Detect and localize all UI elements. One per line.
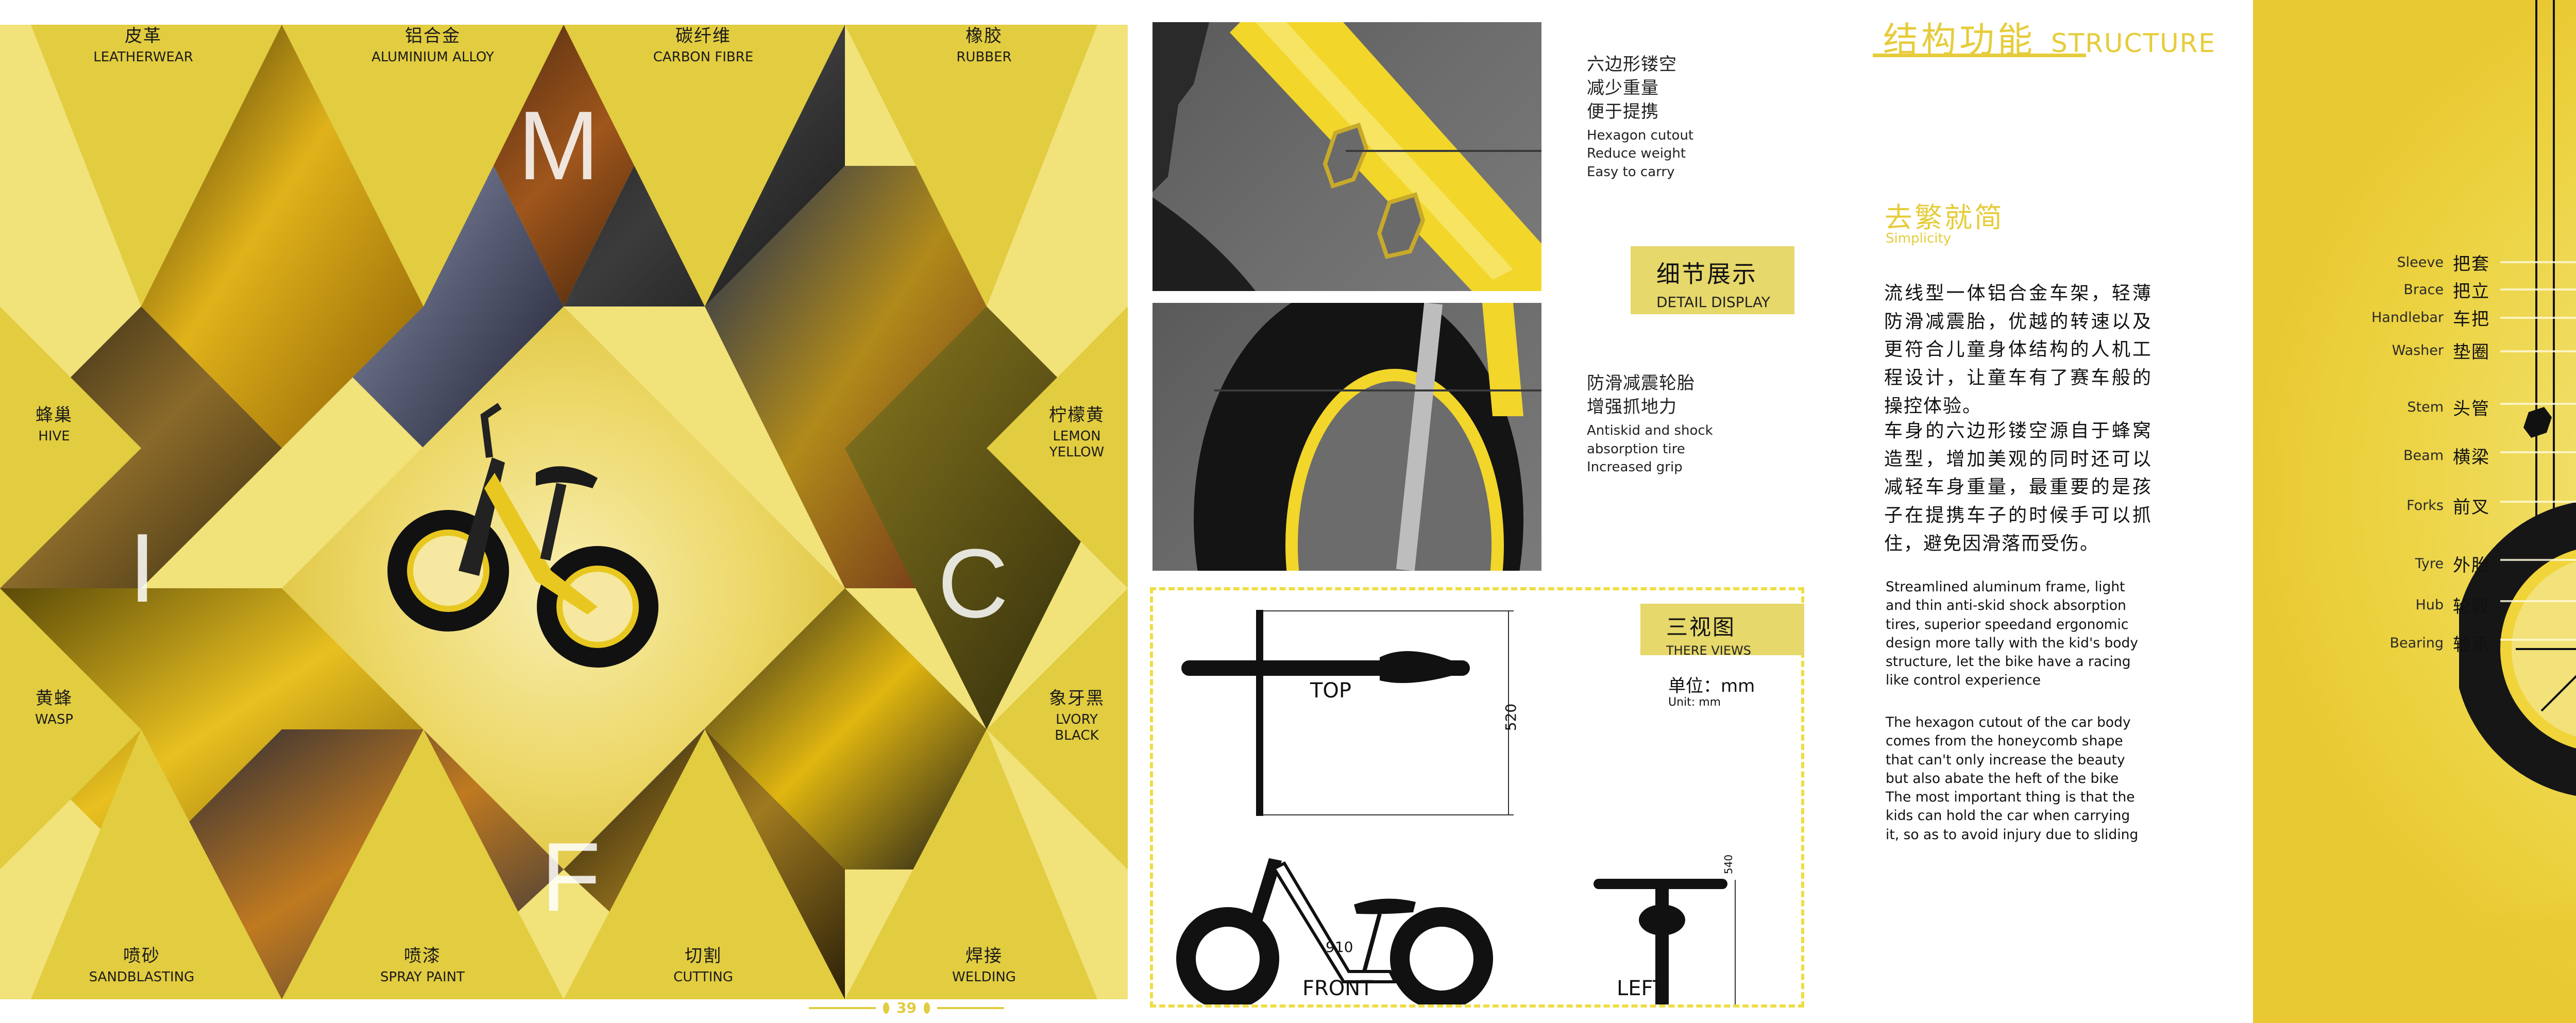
three-views-panel: 三视图 THERE VIEWS 单位：mm Unit: mm [1150,587,1804,1008]
guide-line [2500,350,2576,352]
view-label-left: LEFT [1617,977,1666,1000]
process-label-sandblasting: 喷砂 SANDBLASTING [89,946,195,985]
three-views-tag: 三视图 THERE VIEWS [1640,604,1804,658]
inspiration-label-hive: 蜂巢 HIVE [36,405,73,445]
hanging-string [2535,0,2537,556]
process-label-welding: 焊接 WELDING [952,946,1016,985]
guide-line [2500,317,2576,319]
paragraph-cn-1: 流线型一体铝合金车架，轻薄防滑减震胎，优越的转速以及更符合儿童身体结构的人机工程… [1884,283,2152,417]
guide-line [2500,451,2576,453]
material-mosaic: M I C F 皮革 LEATHERWEAR 铝合金 ALUMINIUM ALL… [0,25,1128,999]
dimension-left: 540 [1722,854,1735,875]
left-view-drawing [1594,879,1736,1004]
paragraph-en-1: Streamlined aluminum frame, light and th… [1886,579,2139,689]
material-label-carbon: 碳纤维 CARBON FIBRE [653,26,754,65]
mosaic-letter-c: C [938,529,1009,638]
tyre-closeup-illustration [1194,303,1541,571]
top-view-drawing [1181,610,1514,816]
section-title-underline [1873,54,2086,57]
inspiration-label-wasp: 黄蜂 WASP [35,688,74,728]
unit-label-en: Unit: mm [1668,696,1721,709]
three-views-drawing [1176,610,1736,1004]
mosaic-artwork [0,25,1128,999]
mosaic-letter-f: F [541,823,601,932]
callout-antiskid-tyre: 防滑减震轮胎 增强抓地力 Antiskid and shock absorpti… [1587,373,1713,475]
mosaic-bike-icon [387,403,658,668]
colour-label-lemon-yellow: 柠檬黄 LEMON YELLOW [1049,405,1105,460]
front-view-drawing [1176,858,1493,1004]
colour-label-ivory-black: 象牙黑 LVORY BLACK [1049,688,1105,743]
dimension-front: 910 [1326,939,1353,956]
unit-label-cn: 单位：mm [1668,676,1755,696]
detail-photo-antiskid-tyre [1153,303,1541,571]
hanging-string [2553,0,2555,608]
paragraph-cn-2: 车身的六边形镂空源自于蜂窝造型，增加美观的同时还可以减轻车身重量，最重要的是孩子… [1884,420,2152,554]
frame-hexagon-illustration [1153,22,1541,291]
guide-line [2500,288,2576,291]
guide-line [2500,403,2576,405]
guide-line [2500,261,2576,263]
material-label-rubber: 橡胶 RUBBER [956,26,1012,65]
guide-line [2500,501,2576,503]
callout-hexagon-cutout: 六边形镂空 减少重量 便于提携 Hexagon cutout Reduce we… [1587,54,1694,180]
view-label-top: TOP [1310,679,1352,703]
page-number-rule-right [937,1007,1004,1009]
view-label-front: FRONT [1302,977,1373,1000]
material-label-leather: 皮革 LEATHERWEAR [93,26,193,65]
guide-line [2500,559,2576,561]
front-wheel [2459,502,2576,796]
page-number-rule-left [809,1007,876,1009]
guide-line [2500,600,2576,602]
dimension-top: 520 [1502,703,1520,731]
page-number-dot-right [923,1002,930,1014]
page-number-dot-left [883,1002,889,1014]
exploded-bike-illustration: SUPERKIDS [2459,407,2576,796]
paragraph-en-2: The hexagon cutout of the car body comes… [1886,714,2139,843]
detail-photo-hexagon-cutout [1153,22,1541,291]
mosaic-letter-i: I [129,514,156,623]
material-label-aluminium: 铝合金 ALUMINIUM ALLOY [371,26,494,65]
guide-line [2500,639,2576,641]
tile-car [705,588,987,869]
page-number-39: 39 [809,999,1004,1016]
process-label-spray-paint: 喷漆 SPRAY PAINT [380,946,465,985]
detail-display-tag: 细节展示 DETAIL DISPLAY [1631,246,1794,314]
mosaic-letter-m: M [518,91,600,200]
process-label-cutting: 切割 CUTTING [673,946,733,985]
bike-floor-shadow [2469,876,2576,979]
subtitle-cn: 去繁就简 [1885,201,2004,234]
subtitle-en: Simplicity [1886,231,1952,246]
